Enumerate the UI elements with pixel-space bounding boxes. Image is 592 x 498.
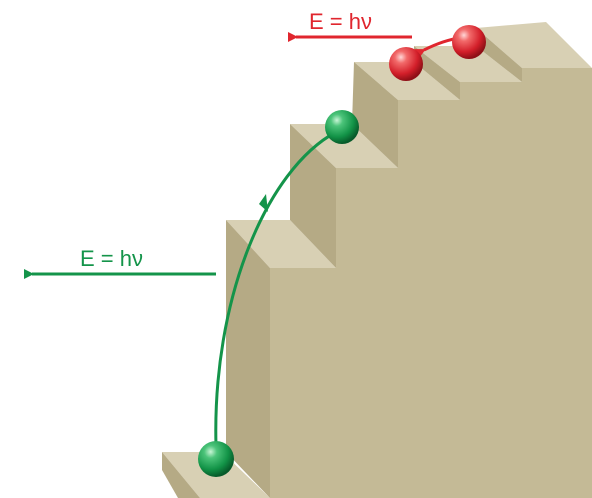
- step-4-tread: [414, 46, 522, 82]
- green-transition-curve: [214, 130, 337, 447]
- green-photon-label: E = hν: [80, 246, 143, 271]
- top-landing-riser: [476, 28, 522, 82]
- ground-step-side: [162, 452, 200, 498]
- step-4-riser: [414, 46, 460, 100]
- top-landing: [476, 22, 592, 68]
- green-electron-lower: [198, 441, 234, 477]
- red-emission: E = hν: [288, 9, 461, 59]
- step-3-tread: [354, 62, 460, 100]
- red-electron-upper: [452, 25, 486, 59]
- green-electron-upper: [325, 110, 359, 144]
- green-curve-arrowhead: [259, 194, 268, 212]
- step-2-tread: [290, 124, 398, 168]
- green-emission: E = hν: [24, 130, 337, 447]
- step-1-tread: [226, 220, 336, 268]
- staircase-front-face: [270, 68, 592, 498]
- step-3-riser: [352, 62, 398, 168]
- step-1-side: [226, 220, 270, 498]
- red-photon-label: E = hν: [309, 9, 372, 34]
- staircase: [162, 22, 592, 498]
- red-electron-lower: [389, 47, 423, 81]
